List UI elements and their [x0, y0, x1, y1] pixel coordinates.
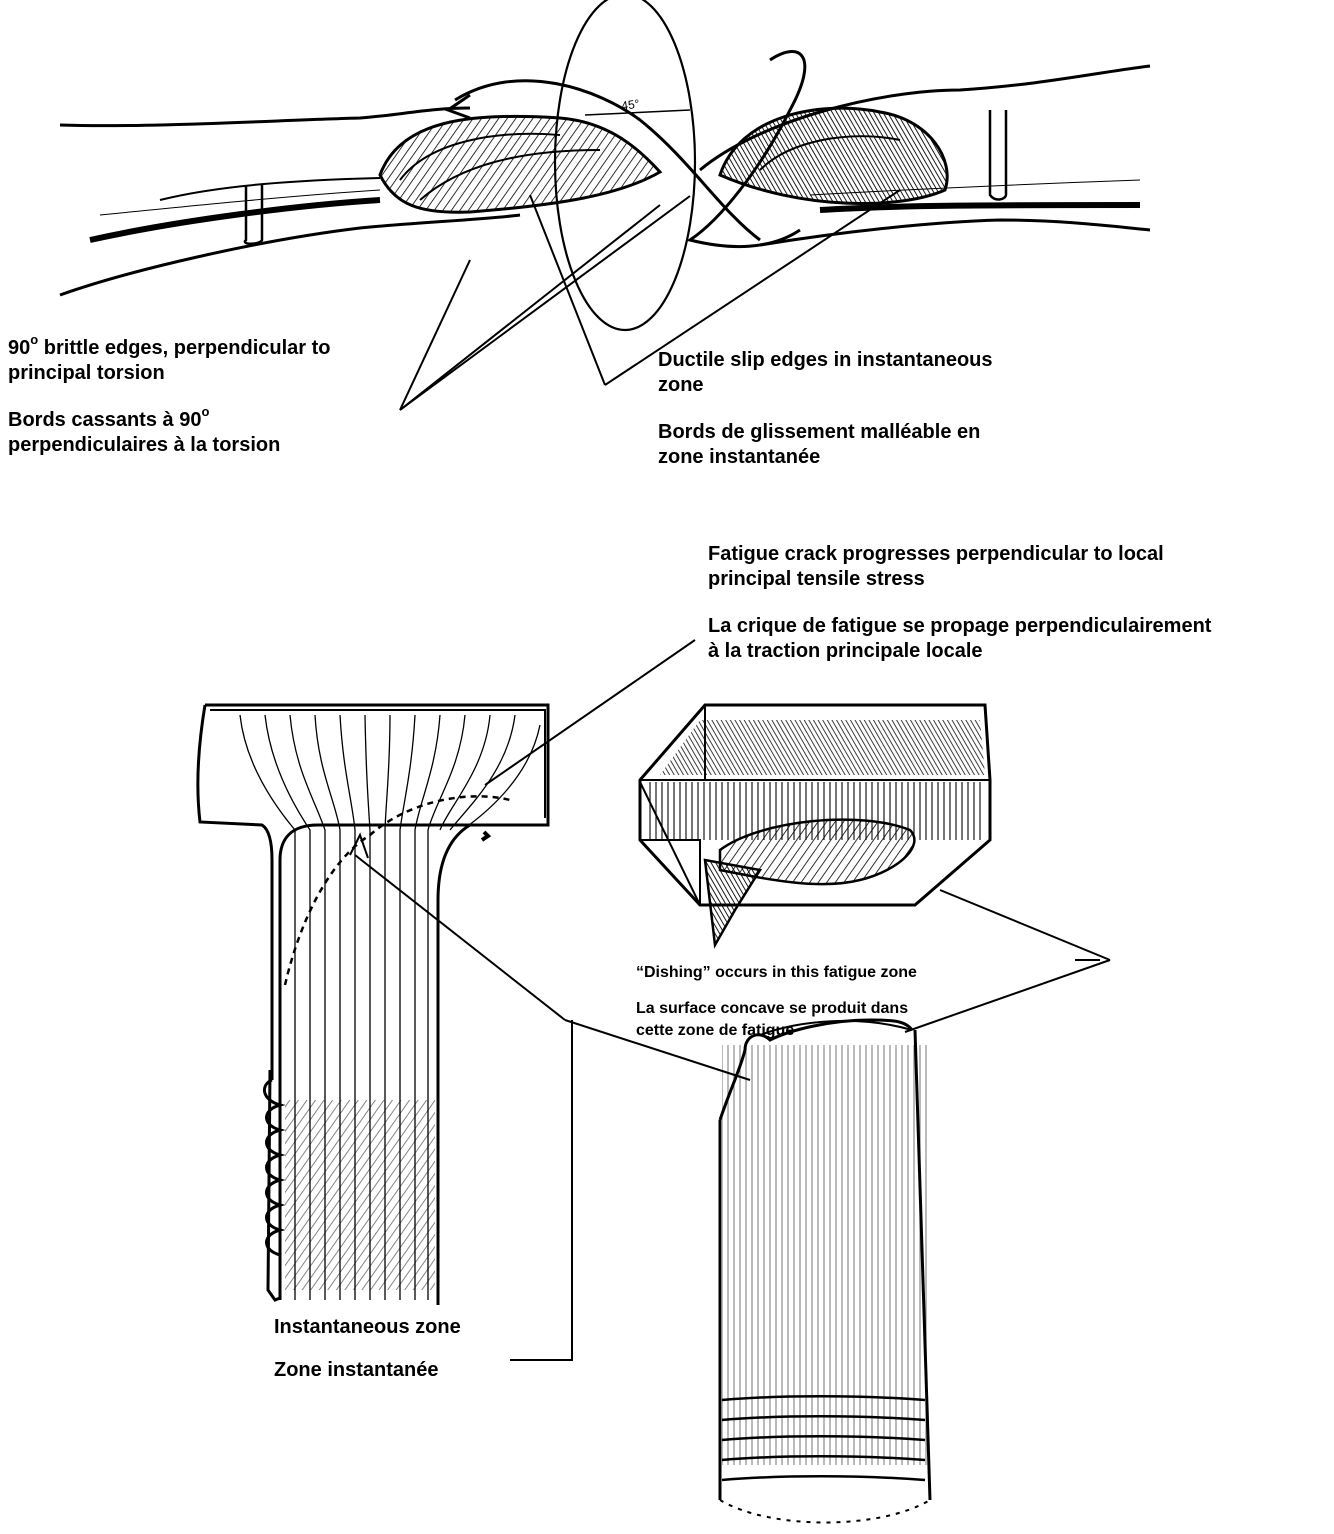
- ductile-edges-fr-line2: zone instantanée: [658, 445, 993, 470]
- instantaneous-zone-fr: Zone instantanée: [274, 1358, 461, 1383]
- brittle-edges-label: 90o brittle edges, perpendicular to prin…: [8, 336, 330, 458]
- brittle-edges-fr-line1: Bords cassants à 90o: [8, 408, 330, 433]
- brittle-edges-en-line2: principal torsion: [8, 361, 330, 386]
- broken-shank-drawing: [720, 1020, 930, 1523]
- instantaneous-zone-en: Instantaneous zone: [274, 1315, 461, 1340]
- angle-annotation: 45°: [620, 97, 640, 113]
- bolt-section-drawing: [198, 705, 548, 1305]
- dishing-label: “Dishing” occurs in this fatigue zone La…: [636, 962, 917, 1042]
- ductile-edges-label: Ductile slip edges in instantaneous zone…: [658, 348, 993, 470]
- fatigue-crack-en-line2: principal tensile stress: [708, 567, 1211, 592]
- ductile-edges-fr-line1: Bords de glissement malléable en: [658, 420, 993, 445]
- dishing-en: “Dishing” occurs in this fatigue zone: [636, 962, 917, 984]
- ductile-edges-en-line2: zone: [658, 373, 993, 398]
- fatigue-crack-fr-line2: à la traction principale locale: [708, 639, 1211, 664]
- dishing-fr-line2: cette zone de fatigue: [636, 1020, 917, 1042]
- torsion-shaft-drawing: [60, 0, 1150, 330]
- brittle-edges-fr-text: Bords cassants à 90: [8, 409, 201, 431]
- brittle-edges-en-angle: 90: [8, 337, 30, 359]
- brittle-edges-fr-line2: perpendiculaires à la torsion: [8, 433, 330, 458]
- hex-head-drawing: [640, 705, 990, 945]
- fatigue-crack-label: Fatigue crack progresses perpendicular t…: [708, 542, 1211, 664]
- instantaneous-zone-label: Instantaneous zone Zone instantanée: [274, 1315, 461, 1383]
- dishing-fr-line1: La surface concave se produit dans: [636, 998, 917, 1020]
- fatigue-crack-fr-line1: La crique de fatigue se propage perpendi…: [708, 614, 1211, 639]
- brittle-edges-en-text: brittle edges, perpendicular to: [44, 337, 331, 359]
- degree-mark: o: [30, 332, 38, 347]
- ductile-edges-en-line1: Ductile slip edges in instantaneous: [658, 348, 993, 373]
- fatigue-crack-en-line1: Fatigue crack progresses perpendicular t…: [708, 542, 1211, 567]
- degree-mark: o: [201, 404, 209, 419]
- brittle-edges-en-line1: 90o brittle edges, perpendicular to: [8, 336, 330, 361]
